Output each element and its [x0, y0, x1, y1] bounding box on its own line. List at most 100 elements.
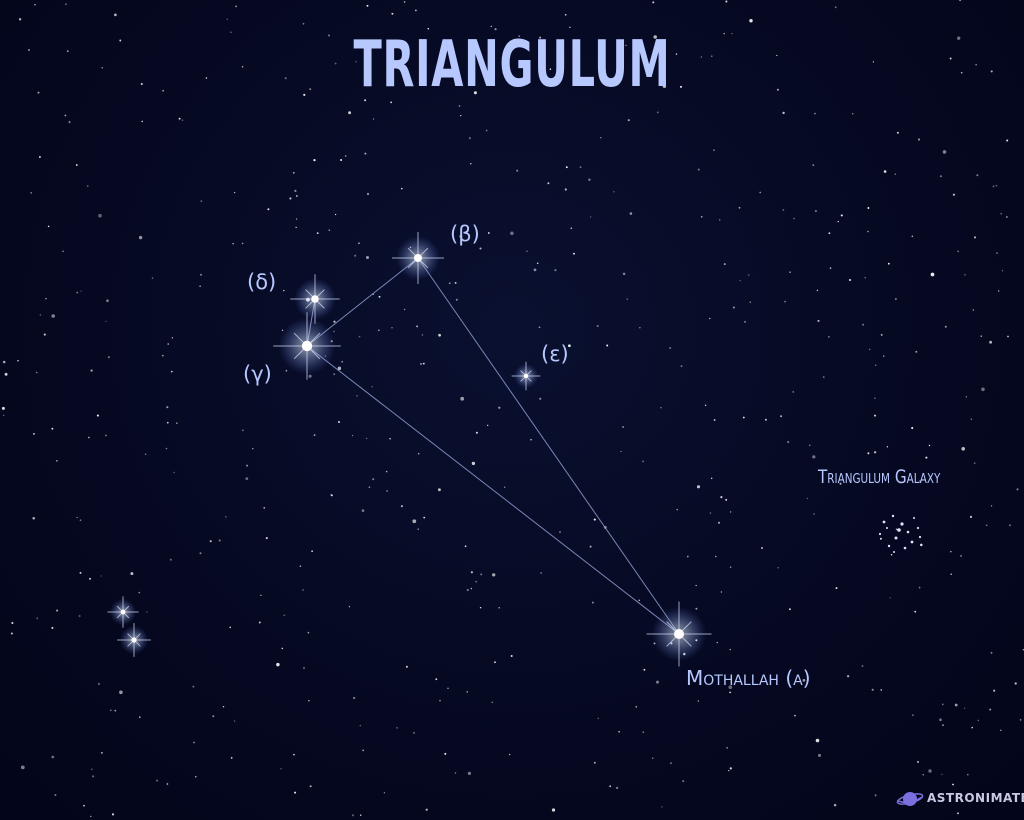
background-star	[961, 446, 966, 451]
background-star	[990, 505, 993, 507]
background-star	[559, 531, 561, 533]
background-star	[230, 757, 233, 759]
background-star	[569, 26, 571, 28]
background-star	[90, 369, 93, 372]
background-star	[313, 434, 316, 436]
background-star	[914, 610, 917, 613]
background-star	[764, 418, 767, 421]
background-star	[744, 321, 746, 323]
background-star	[600, 136, 602, 139]
background-star	[119, 690, 123, 695]
background-star	[98, 213, 102, 218]
background-star	[540, 572, 542, 574]
background-star	[161, 354, 164, 357]
background-star	[252, 447, 254, 450]
background-star	[814, 209, 817, 213]
background-star	[538, 326, 541, 329]
background-star	[682, 780, 685, 783]
background-star	[454, 281, 457, 284]
background-star	[670, 762, 672, 765]
star-label-delta: (δ)	[247, 270, 277, 294]
background-star	[652, 1, 655, 4]
background-star	[138, 235, 143, 240]
background-star	[222, 705, 225, 708]
background-star	[609, 785, 612, 788]
background-star	[759, 191, 762, 194]
background-star	[867, 207, 870, 209]
background-star	[642, 731, 644, 733]
star-gamma	[273, 312, 341, 380]
background-star	[241, 242, 244, 245]
background-star	[840, 214, 843, 217]
background-star	[479, 606, 482, 609]
background-star	[880, 689, 883, 691]
background-star	[729, 691, 731, 694]
background-star	[348, 606, 351, 608]
background-star	[919, 480, 921, 482]
background-star	[334, 62, 337, 65]
background-star	[949, 57, 952, 60]
background-star	[995, 184, 998, 187]
star-label-alpha: Mothallah (α)	[686, 666, 811, 690]
background-star	[709, 512, 712, 514]
background-star	[64, 114, 67, 117]
background-star	[36, 617, 38, 620]
background-star	[79, 571, 82, 574]
background-star	[487, 424, 489, 427]
background-star	[437, 488, 441, 492]
background-star	[966, 773, 969, 776]
background-star	[957, 250, 960, 253]
background-star	[879, 537, 882, 540]
background-star	[868, 348, 871, 351]
background-star	[391, 12, 394, 15]
background-star	[802, 679, 806, 682]
background-star	[597, 717, 599, 720]
background-star	[596, 324, 599, 328]
background-star	[591, 601, 594, 604]
background-star	[101, 67, 103, 69]
background-star	[834, 6, 837, 9]
background-star	[1014, 682, 1017, 685]
background-star	[80, 290, 82, 292]
background-star	[697, 168, 700, 171]
background-star	[276, 662, 280, 667]
background-star	[2, 360, 6, 364]
background-star	[146, 611, 148, 613]
star-beta	[392, 232, 444, 284]
background-star	[110, 709, 112, 712]
background-star	[162, 89, 165, 92]
background-star	[421, 42, 424, 45]
background-star	[309, 785, 312, 788]
background-star	[917, 138, 921, 141]
background-star	[361, 509, 365, 512]
background-star	[510, 655, 513, 657]
background-star	[283, 614, 286, 617]
background-star	[886, 446, 889, 448]
background-star	[726, 747, 728, 749]
background-star	[1016, 488, 1019, 491]
background-star	[51, 626, 54, 629]
background-star	[625, 44, 627, 46]
background-star	[83, 804, 85, 807]
background-star	[351, 435, 354, 437]
background-star	[973, 462, 976, 464]
background-star	[487, 232, 490, 234]
background-star	[139, 716, 141, 718]
background-star	[64, 3, 67, 6]
background-star	[307, 631, 310, 634]
background-star	[466, 691, 468, 693]
background-star	[1006, 216, 1008, 218]
background-star	[280, 768, 282, 770]
background-star	[729, 767, 732, 770]
astronimate-logo: ASTRONIMATE	[895, 788, 1024, 810]
background-star	[364, 99, 367, 102]
background-star	[480, 573, 483, 576]
background-star	[444, 752, 447, 755]
background-star	[406, 59, 409, 61]
background-star	[447, 687, 449, 690]
background-star	[295, 226, 297, 229]
background-star	[695, 607, 698, 610]
background-star	[337, 420, 341, 424]
background-star	[780, 415, 783, 418]
